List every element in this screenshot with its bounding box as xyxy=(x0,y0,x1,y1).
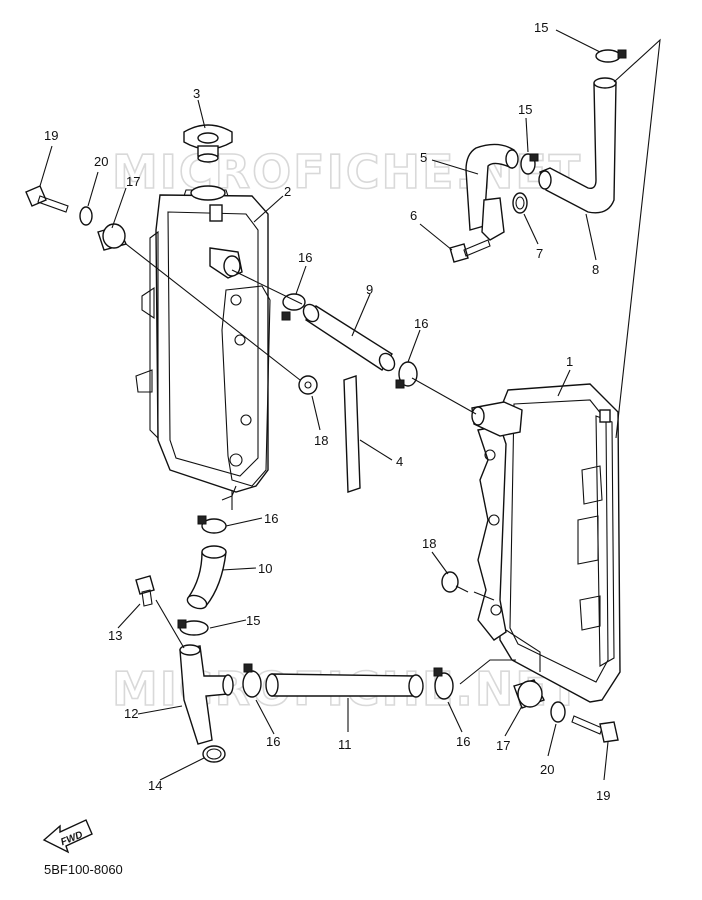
callout-3: 3 xyxy=(193,86,200,101)
clamp-15-middle xyxy=(520,153,539,175)
callout-18-left: 18 xyxy=(314,433,328,448)
clamp-16-c xyxy=(197,515,227,534)
collar-18-left xyxy=(298,375,318,395)
callout-1: 1 xyxy=(566,354,573,369)
callout-8: 8 xyxy=(592,262,599,277)
leader-lines xyxy=(39,29,609,781)
hose-11 xyxy=(265,673,424,698)
bolt-19-left xyxy=(25,185,69,213)
left-radiator xyxy=(135,185,271,501)
o-ring-14 xyxy=(202,745,226,763)
diagram-code: 5BF100-8060 xyxy=(44,862,123,877)
bolt-19-right xyxy=(571,715,619,743)
collar-18-right xyxy=(441,571,469,593)
callout-17-left: 17 xyxy=(126,174,140,189)
callout-4: 4 xyxy=(396,454,403,469)
callout-10: 10 xyxy=(258,561,272,576)
clamp-16-e xyxy=(433,667,454,700)
washer-20-left xyxy=(79,206,93,226)
callouts: 1 2 3 4 5 6 7 8 9 10 11 12 13 14 15 15 1… xyxy=(44,20,610,803)
callout-20-right: 20 xyxy=(540,762,554,777)
joint-pipe-12 xyxy=(179,644,234,745)
assembly-lines xyxy=(125,38,661,685)
callout-2: 2 xyxy=(284,184,291,199)
callout-20-left: 20 xyxy=(94,154,108,169)
clamp-15-bottom xyxy=(177,619,209,636)
bolt-13 xyxy=(135,575,155,607)
right-radiator xyxy=(471,383,621,703)
callout-7: 7 xyxy=(536,246,543,261)
bolt-6 xyxy=(449,239,491,263)
callout-9: 9 xyxy=(366,282,373,297)
callout-16-e: 16 xyxy=(456,734,470,749)
o-ring-7 xyxy=(512,192,528,214)
clamp-16-b xyxy=(395,361,418,389)
clamp-16-d xyxy=(242,663,262,698)
callout-16-c: 16 xyxy=(264,511,278,526)
callout-18-right: 18 xyxy=(422,536,436,551)
callout-5: 5 xyxy=(420,150,427,165)
hose-9 xyxy=(302,303,396,372)
callout-13: 13 xyxy=(108,628,122,643)
hose-5 xyxy=(465,143,519,241)
callout-16-b: 16 xyxy=(414,316,428,331)
callout-11: 11 xyxy=(338,737,352,752)
callout-16-a: 16 xyxy=(298,250,312,265)
callout-17-right: 17 xyxy=(496,738,510,753)
callout-6: 6 xyxy=(410,208,417,223)
callout-15-top: 15 xyxy=(534,20,548,35)
grommet-17-right xyxy=(513,679,545,709)
callout-14: 14 xyxy=(148,778,162,793)
callout-19-left: 19 xyxy=(44,128,58,143)
callout-15-middle: 15 xyxy=(518,102,532,117)
hose-10 xyxy=(186,545,227,610)
washer-20-right xyxy=(550,701,566,723)
clamp-15-top xyxy=(595,49,627,63)
callout-12: 12 xyxy=(124,706,138,721)
radiator-cap xyxy=(183,124,233,163)
hose-8 xyxy=(538,77,617,214)
callout-19-right: 19 xyxy=(596,788,610,803)
strip-4 xyxy=(343,375,361,493)
clamp-16-a xyxy=(281,293,306,321)
fwd-arrow-icon: FWD xyxy=(42,819,93,854)
callout-15-bottom: 15 xyxy=(246,613,260,628)
callout-16-d: 16 xyxy=(266,734,280,749)
